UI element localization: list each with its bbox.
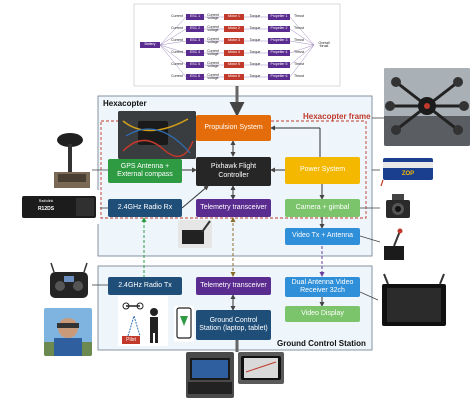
current-label: Current	[171, 13, 183, 18]
esc-node: ESC 3	[186, 38, 204, 44]
radio-tx-box: 2.4GHz Radio Tx	[108, 277, 182, 295]
current-voltage-label: Current voltage	[207, 60, 219, 68]
receiver-brand-label: Radiolink	[38, 199, 54, 204]
video-tx-photo	[380, 228, 408, 264]
current-label: Current	[171, 73, 183, 78]
motor-node: Motor 3	[224, 38, 244, 44]
torque-label: Torque	[249, 26, 261, 31]
torque-label: Torque	[249, 74, 261, 79]
pilot-label: Pilot	[122, 336, 140, 344]
current-voltage-label: Current voltage	[207, 12, 219, 20]
propeller-output-line	[289, 44, 315, 78]
video-monitor-photo	[378, 272, 450, 334]
gps-antenna-photo	[50, 128, 92, 190]
laptop-photo	[186, 352, 234, 398]
thrust-label: Thrust	[294, 74, 304, 79]
propeller-node: Propeller 5	[268, 62, 290, 68]
current-label: Current	[171, 37, 183, 42]
overall-thrust-label: Overall thrust	[318, 40, 330, 48]
battery-esc-line	[159, 44, 187, 78]
telemetry-module-photo	[178, 220, 212, 248]
esc-node: ESC 2	[186, 26, 204, 32]
propeller-output-line	[289, 40, 315, 46]
esc-node: ESC 1	[186, 14, 204, 20]
pixhawk-box: Pixhawk Flight Controller	[196, 157, 271, 186]
thrust-label: Thrust	[294, 50, 304, 55]
esc-node: ESC 4	[186, 50, 204, 56]
monitor-photo-connector	[359, 291, 379, 301]
videotx-photo-connector	[359, 235, 381, 243]
battery-esc-line	[159, 28, 187, 46]
flight-controller-photo	[118, 111, 196, 159]
propeller-output-line	[289, 28, 315, 46]
current-label: Current	[171, 49, 183, 54]
camera-gimbal-box: Camera + gimbal	[285, 199, 360, 217]
rc-transmitter-photo	[46, 262, 92, 304]
tablet-illustration	[174, 306, 194, 342]
thrust-label: Thrust	[294, 14, 304, 19]
action-camera-photo	[380, 190, 416, 226]
pilot-portrait-photo	[44, 308, 92, 356]
gps-box: GPS Antenna + External compass	[108, 159, 182, 183]
radio-rx-box: 2.4GHz Radio Rx	[108, 199, 182, 217]
telemetry-ground-box: Telemetry transceiver	[196, 277, 271, 295]
video-display-box: Video Display	[285, 306, 360, 322]
propeller-node: Propeller 3	[268, 38, 290, 44]
battery-esc-line	[159, 16, 187, 46]
battery-esc-line	[159, 40, 187, 46]
propeller-node: Propeller 2	[268, 26, 290, 32]
telemetry-air-box: Telemetry transceiver	[196, 199, 271, 217]
propeller-output-line	[289, 16, 315, 46]
propulsion-chart-connectors	[159, 16, 315, 78]
tablet-photo	[238, 352, 284, 384]
propeller-output-line	[289, 44, 315, 66]
propeller-node: Propeller 1	[268, 14, 290, 20]
current-voltage-label: Current voltage	[207, 24, 219, 32]
hexacopter-frame-label: Hexacopter frame	[303, 112, 371, 121]
video-tx-box: Video Tx + Antenna	[285, 228, 360, 245]
ground-control-station-box: Ground Control Station (laptop, tablet)	[196, 310, 271, 340]
motor-node: Motor 1	[224, 14, 244, 20]
propeller-node: Propeller 6	[268, 74, 290, 80]
hexacopter-title: Hexacopter	[103, 99, 147, 108]
battery-esc-line	[159, 44, 187, 54]
propeller-output-line	[289, 44, 315, 54]
current-label: Current	[171, 61, 183, 66]
pilot-illustration: Pilot	[118, 296, 168, 346]
torque-label: Torque	[249, 14, 261, 19]
thrust-label: Thrust	[294, 38, 304, 43]
video-receiver-box: Dual Antenna Video Receiver 32ch	[285, 277, 360, 297]
propulsion-system-box: Propulsion System	[196, 115, 271, 141]
esc-node: ESC 6	[186, 74, 204, 80]
radio-receiver-photo: Radiolink R12DS	[18, 190, 100, 224]
current-voltage-label: Current voltage	[207, 48, 219, 56]
torque-label: Torque	[249, 50, 261, 55]
motor-node: Motor 5	[224, 62, 244, 68]
torque-label: Torque	[249, 62, 261, 67]
motor-node: Motor 4	[224, 50, 244, 56]
gcs-title: Ground Control Station	[277, 339, 366, 348]
esc-node: ESC 5	[186, 62, 204, 68]
torque-label: Torque	[249, 38, 261, 43]
battery-brand-label: ZOP	[401, 170, 415, 177]
motor-node: Motor 6	[224, 74, 244, 80]
battery-esc-line	[159, 44, 187, 66]
battery-node: Battery	[140, 42, 160, 48]
current-voltage-label: Current voltage	[207, 72, 219, 80]
radio-rx-to-pixhawk-link	[181, 185, 209, 209]
current-label: Current	[171, 25, 183, 30]
hexacopter-photo	[384, 68, 470, 146]
current-voltage-label: Current voltage	[207, 36, 219, 44]
power-system-box: Power System	[285, 157, 360, 184]
propeller-node: Propeller 4	[268, 50, 290, 56]
motor-node: Motor 2	[224, 26, 244, 32]
thrust-label: Thrust	[294, 26, 304, 31]
lipo-battery-photo: ZOP	[380, 152, 436, 188]
receiver-model-label: R12DS	[37, 206, 55, 212]
thrust-label: Thrust	[294, 62, 304, 67]
